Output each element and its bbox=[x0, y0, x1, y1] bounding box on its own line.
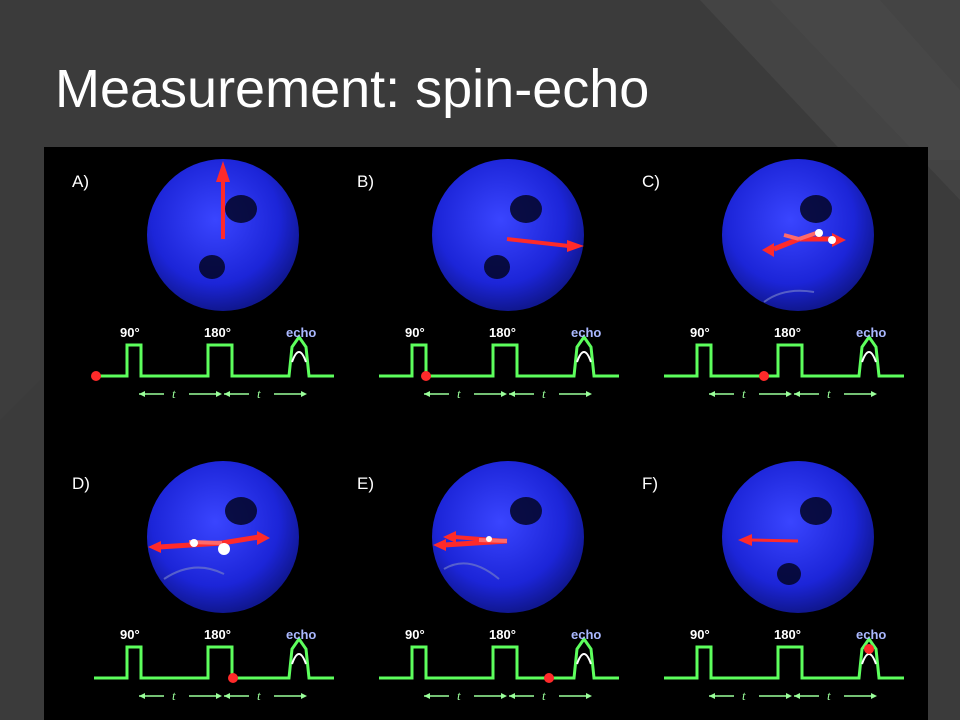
dephasing-arrows bbox=[762, 229, 846, 257]
label-180: 180° bbox=[774, 325, 801, 340]
panel-c-graphic: 90° 180° echo t t bbox=[664, 159, 904, 401]
label-180: 180° bbox=[489, 627, 516, 642]
label-180: 180° bbox=[204, 627, 231, 642]
bloch-sphere bbox=[722, 461, 874, 613]
slide-title: Measurement: spin-echo bbox=[55, 59, 650, 119]
label-t2: t bbox=[257, 688, 261, 703]
pulse-sequence-line bbox=[379, 636, 619, 680]
label-t1: t bbox=[172, 688, 176, 703]
panel-b-graphic: 90° 180° echo t t bbox=[379, 159, 619, 401]
time-marker bbox=[91, 371, 101, 381]
label-90: 90° bbox=[405, 627, 425, 642]
label-echo: echo bbox=[571, 627, 601, 642]
panel-f-graphic: 90° 180° echo t t bbox=[664, 461, 904, 703]
label-t2: t bbox=[542, 386, 546, 401]
label-t1: t bbox=[172, 386, 176, 401]
panel-label: D) bbox=[72, 474, 90, 493]
label-90: 90° bbox=[120, 627, 140, 642]
time-marker bbox=[544, 673, 554, 683]
label-180: 180° bbox=[489, 325, 516, 340]
label-t2: t bbox=[827, 386, 831, 401]
label-t2: t bbox=[257, 386, 261, 401]
panel-label: B) bbox=[357, 172, 374, 191]
bloch-sphere bbox=[147, 461, 299, 613]
label-t2: t bbox=[542, 688, 546, 703]
label-t1: t bbox=[457, 688, 461, 703]
label-echo: echo bbox=[286, 325, 316, 340]
label-180: 180° bbox=[774, 627, 801, 642]
label-echo: echo bbox=[571, 325, 601, 340]
label-t1: t bbox=[742, 688, 746, 703]
label-90: 90° bbox=[690, 627, 710, 642]
bloch-sphere bbox=[432, 159, 584, 311]
panel-label: A) bbox=[72, 172, 89, 191]
pulse-sequence-line bbox=[94, 334, 334, 378]
magnetization-arrow bbox=[749, 538, 799, 543]
label-90: 90° bbox=[405, 325, 425, 340]
label-90: 90° bbox=[690, 325, 710, 340]
label-t2: t bbox=[827, 688, 831, 703]
label-t1: t bbox=[742, 386, 746, 401]
label-echo: echo bbox=[856, 627, 886, 642]
panel-e-graphic: 90° 180° echo t t bbox=[379, 461, 619, 703]
magnetization-arrow bbox=[506, 237, 570, 248]
label-t1: t bbox=[457, 386, 461, 401]
spin-echo-figure: A) 90° 180° echo t bbox=[44, 147, 928, 720]
panel-c: C) 90° 180° echo t bbox=[614, 147, 904, 434]
panel-e: E) 90° 180° echo t bbox=[329, 449, 619, 720]
time-marker bbox=[759, 371, 769, 381]
flipped-arrows bbox=[148, 531, 270, 555]
time-marker bbox=[228, 673, 238, 683]
time-marker bbox=[421, 371, 431, 381]
label-180: 180° bbox=[204, 325, 231, 340]
pulse-sequence-line bbox=[94, 636, 334, 680]
panel-a-graphic: 90° 180° echo t t bbox=[91, 159, 334, 401]
pulse-sequence-line bbox=[664, 334, 904, 378]
rephasing-arrows bbox=[433, 531, 508, 551]
pulse-sequence-line bbox=[664, 636, 904, 680]
panel-label: E) bbox=[357, 474, 374, 493]
panel-d: D) 90° 180° echo t bbox=[44, 449, 334, 720]
bloch-sphere bbox=[722, 159, 874, 311]
time-marker bbox=[864, 644, 874, 654]
bloch-sphere bbox=[432, 461, 584, 613]
label-90: 90° bbox=[120, 325, 140, 340]
label-echo: echo bbox=[286, 627, 316, 642]
panel-f: F) 90° 180° echo t t bbox=[614, 449, 904, 720]
pulse-sequence-line bbox=[379, 334, 619, 378]
label-echo: echo bbox=[856, 325, 886, 340]
panel-label: C) bbox=[642, 172, 660, 191]
panel-label: F) bbox=[642, 474, 659, 493]
panel-a: A) 90° 180° echo t bbox=[44, 147, 334, 434]
panel-b: B) 90° 180° echo t t bbox=[329, 147, 619, 434]
panel-d-graphic: 90° 180° echo t t bbox=[94, 461, 334, 703]
